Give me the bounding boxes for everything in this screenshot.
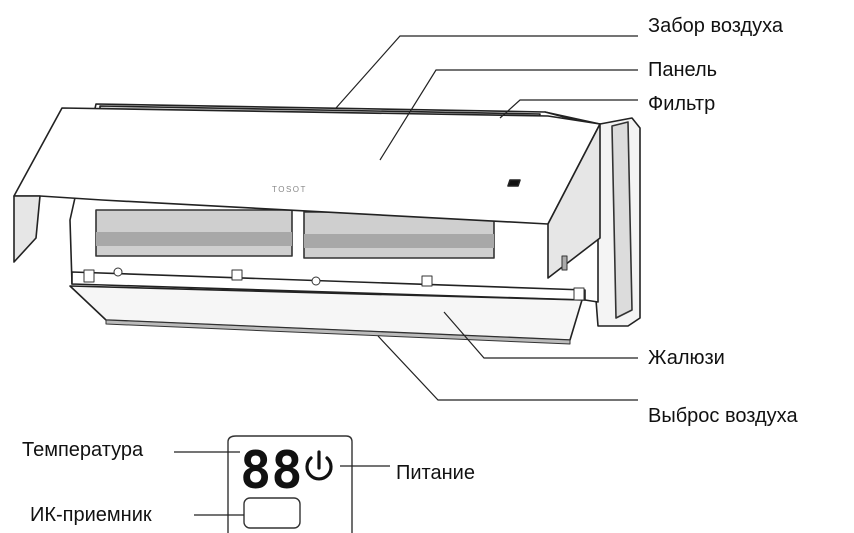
leader-air-outlet bbox=[377, 335, 638, 401]
label-filter: Фильтр bbox=[648, 93, 716, 115]
display-panel: 88 bbox=[174, 435, 390, 533]
leader-louver bbox=[443, 311, 638, 359]
leader-panel bbox=[379, 69, 638, 161]
label-louver: Жалюзи bbox=[648, 347, 725, 369]
brand-logo: TOSOT bbox=[272, 185, 307, 194]
label-power: Питание bbox=[396, 462, 475, 484]
label-air-intake: Забор воздуха bbox=[648, 15, 784, 37]
indoor-unit bbox=[13, 103, 641, 345]
leader-lines bbox=[335, 35, 638, 401]
temperature-digits: 88 bbox=[240, 441, 303, 501]
front-bar bbox=[71, 271, 586, 301]
leader-filter bbox=[499, 99, 638, 119]
ir-receiver-window bbox=[243, 497, 301, 529]
label-ir-receiver: ИК-приемник bbox=[30, 504, 152, 526]
label-temperature: Температура bbox=[22, 439, 144, 461]
leader-air-intake bbox=[335, 35, 638, 109]
label-air-outlet: Выброс воздуха bbox=[648, 405, 798, 427]
label-panel: Панель bbox=[648, 59, 718, 81]
power-icon bbox=[305, 450, 333, 481]
